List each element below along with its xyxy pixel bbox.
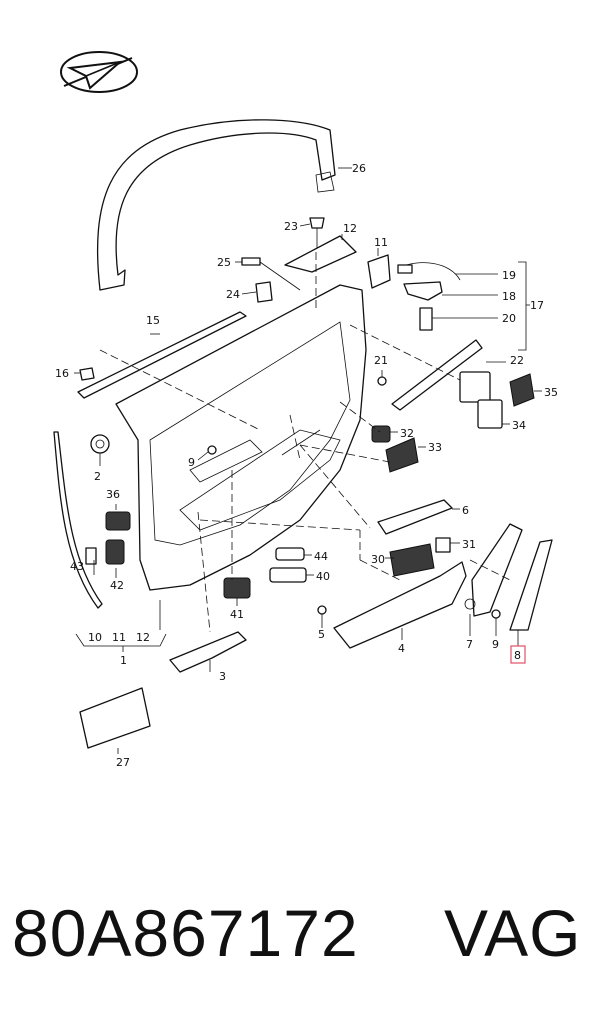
callout-11-bottom: 11 (112, 631, 126, 644)
callout-5: 5 (318, 628, 325, 641)
part-21-screw (377, 376, 387, 386)
callout-8: 8 (514, 649, 521, 662)
callout-31: 31 (462, 538, 476, 551)
callout-9-left: 9 (188, 456, 195, 469)
part-35-switch (509, 373, 535, 407)
callout-6: 6 (462, 504, 469, 517)
part-5-screw (317, 605, 327, 624)
callout-3: 3 (219, 670, 226, 683)
part-9-screw-right (491, 609, 501, 619)
part-16-clip (79, 367, 95, 381)
part-40-cover (269, 567, 307, 583)
callout-30: 30 (371, 553, 385, 566)
part-9-screw-left (207, 445, 217, 455)
exploded-parts-diagram: 26 23 12 11 25 19 24 18 17 20 15 22 21 1… (53, 51, 558, 769)
callout-40: 40 (316, 570, 330, 583)
callout-16: 16 (55, 367, 69, 380)
callout-21: 21 (374, 354, 388, 367)
callout-35: 35 (544, 386, 558, 399)
callout-9-right: 9 (492, 638, 499, 651)
part-24-fastener (255, 281, 273, 303)
callout-27: 27 (116, 756, 130, 769)
part-30-switch-block (389, 543, 435, 577)
part-11-latch (367, 254, 391, 289)
callout-11-top: 11 (374, 236, 388, 249)
part-number: 80A867172 (12, 896, 359, 970)
part-22-bracket (391, 339, 491, 411)
callout-12-bottom: 12 (136, 631, 150, 644)
part-20-insert (419, 307, 433, 331)
callout-1: 1 (120, 654, 127, 667)
part-44-cover (275, 547, 305, 561)
part-27-box (79, 687, 151, 749)
part-42-switch (105, 539, 125, 565)
part-15-window-strip (77, 311, 247, 399)
callout-labels: 26 23 12 11 25 19 24 18 17 20 15 22 21 1… (55, 162, 558, 769)
part-3-grip (169, 631, 247, 673)
callout-12-top: 12 (343, 222, 357, 235)
part-36-switch (105, 511, 131, 531)
part-26-upper-frame-trim (96, 119, 336, 291)
dashed-guide-lines (99, 252, 511, 633)
part-4-armrest (333, 561, 467, 649)
callout-43: 43 (70, 560, 84, 573)
highlight-box-part-8 (510, 645, 526, 664)
callout-17: 17 (530, 299, 544, 312)
part-34-switch (477, 399, 503, 429)
plane-in-ellipse-icon (60, 51, 138, 93)
callout-32: 32 (400, 427, 414, 440)
part-33-housing (385, 437, 419, 473)
part-25-pin (241, 257, 301, 291)
callout-18: 18 (502, 290, 516, 303)
leader-lines (74, 167, 542, 754)
callout-19: 19 (502, 269, 516, 282)
part-2-clip (90, 434, 110, 454)
callout-42: 42 (110, 579, 124, 592)
callout-41: 41 (230, 608, 244, 621)
callout-10: 10 (88, 631, 102, 644)
part-8-handle-cover (509, 539, 553, 631)
part-31-clip (435, 537, 451, 553)
callout-15: 15 (146, 314, 160, 327)
part-43b-bracket (85, 547, 97, 565)
callout-25: 25 (217, 256, 231, 269)
callout-20: 20 (502, 312, 516, 325)
part-19-cable (397, 262, 461, 281)
part-23-clip (309, 217, 325, 250)
part-32-knob (371, 425, 391, 443)
part-6-handle-insert (377, 499, 453, 535)
callout-7: 7 (466, 638, 473, 651)
callout-36: 36 (106, 488, 120, 501)
part-43-seal (53, 431, 103, 609)
callout-4: 4 (398, 642, 405, 655)
callout-2: 2 (94, 470, 101, 483)
callout-23: 23 (284, 220, 298, 233)
callout-24: 24 (226, 288, 240, 301)
part-1-door-trim-panel (115, 284, 367, 591)
part-41-button (223, 577, 251, 599)
callout-26: 26 (352, 162, 366, 175)
part-18-housing (403, 281, 443, 301)
brand-label: VAG (444, 896, 582, 970)
callout-33: 33 (428, 441, 442, 454)
callout-44: 44 (314, 550, 328, 563)
part-12-upper-bracket (284, 235, 357, 273)
footer: 80A867172 VAG (0, 888, 600, 988)
part-7-handle-bracket (464, 523, 523, 617)
callout-34: 34 (512, 419, 526, 432)
callout-22: 22 (510, 354, 524, 367)
